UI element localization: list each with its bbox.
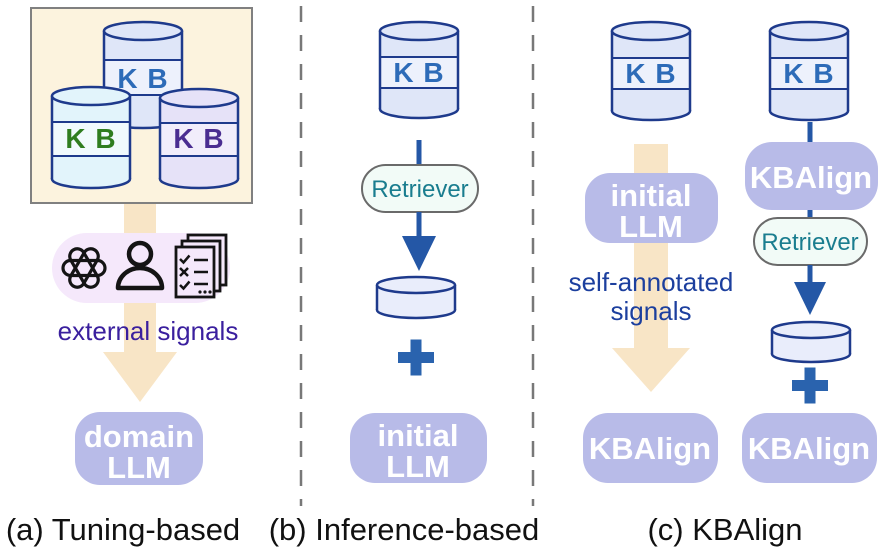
domain-llm-box: domain LLM	[75, 412, 203, 485]
kb-cylinder-c-right: K B	[768, 20, 850, 122]
kb-cylinder-b: K B	[378, 20, 460, 120]
kbalign-box-c-top: KBAlign	[745, 142, 878, 210]
initial-llm-box-b: initial LLM	[350, 413, 487, 484]
initial-llm-c-line1: initial	[611, 178, 692, 213]
chunk-cylinder-b	[375, 275, 457, 320]
chunk-cylinder-c	[770, 320, 852, 364]
retriever-label-c: Retriever	[761, 229, 858, 256]
kb-label-blue: K B	[117, 63, 168, 94]
domain-llm-line1: domain	[84, 419, 194, 454]
kb-label-b: K B	[393, 57, 444, 88]
checklist-icon	[174, 233, 228, 299]
domain-llm-line2: LLM	[107, 450, 171, 485]
kb-label-c-right: K B	[783, 58, 834, 89]
kbalign-label-c-left: KBAlign	[589, 431, 711, 466]
self-annotated-line2: signals	[611, 296, 692, 326]
external-signals-pill	[52, 233, 230, 303]
initial-llm-line2: LLM	[386, 449, 450, 484]
initial-llm-c-line2: LLM	[619, 209, 683, 244]
kb-label-purple: K B	[173, 123, 224, 154]
external-signals-label: external signals	[58, 316, 239, 346]
blue-arrowhead-b	[402, 236, 436, 271]
kb-cylinder-c-left: K B	[610, 20, 692, 122]
user-icon	[115, 240, 165, 291]
retriever-pill-c: Retriever	[753, 217, 868, 266]
plus-icon-b	[398, 339, 434, 376]
initial-llm-box-c: initial LLM	[585, 173, 718, 244]
retriever-pill-b: Retriever	[361, 164, 479, 213]
retriever-label-b: Retriever	[371, 176, 468, 203]
kbalign-box-c-bottom: KBAlign	[742, 413, 877, 483]
kb-cylinder-right: K B	[158, 87, 240, 190]
kb-label-green: K B	[65, 123, 116, 154]
caption-tuning-based: (a) Tuning-based	[5, 512, 241, 547]
kbalign-label-c-bottom: KBAlign	[748, 431, 870, 466]
openai-icon	[61, 247, 107, 289]
kbalign-box-c-left: KBAlign	[583, 413, 718, 483]
kb-cylinder-left: K B	[50, 85, 132, 190]
initial-llm-line1: initial	[378, 418, 459, 453]
kb-label-c-left: K B	[625, 58, 676, 89]
kbalign-label-c-top: KBAlign	[750, 160, 872, 195]
beige-arrow-c	[612, 144, 690, 392]
self-annotated-line1: self-annotated	[569, 267, 734, 297]
blue-arrowhead-c	[794, 282, 826, 315]
caption-inference-based: (b) Inference-based	[268, 512, 540, 547]
caption-kbalign: (c) KBAlign	[647, 512, 803, 547]
plus-icon-c	[792, 367, 828, 404]
